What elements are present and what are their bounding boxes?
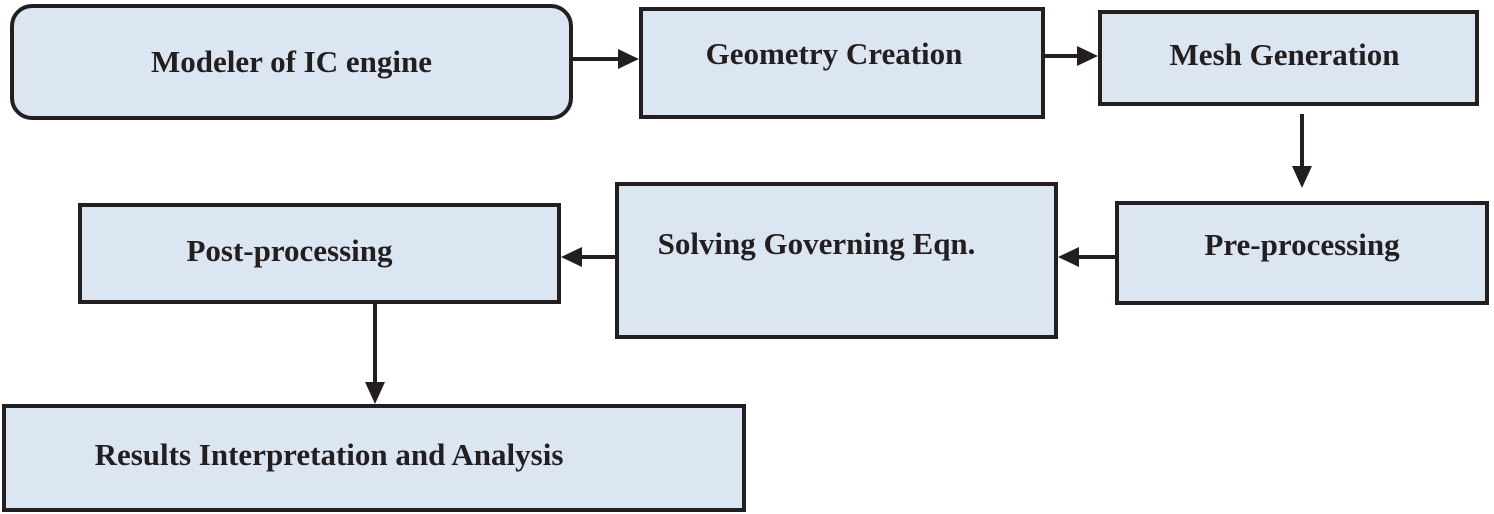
node-geometry-creation: Geometry Creation bbox=[639, 7, 1045, 119]
node-modeler-label: Modeler of IC engine bbox=[151, 44, 432, 79]
node-mesh-generation-label: Mesh Generation bbox=[1169, 37, 1400, 72]
arrowhead-results bbox=[365, 382, 385, 404]
node-geometry-creation-label: Geometry Creation bbox=[705, 36, 963, 71]
node-post-processing-label: Post-processing bbox=[186, 233, 393, 268]
node-results-interpretation-label: Results Interpretation and Analysis bbox=[94, 437, 564, 472]
node-solving-governing-eqn-label: Solving Governing Eqn. bbox=[657, 226, 976, 261]
arrowhead-postprocessing bbox=[561, 247, 582, 267]
node-results-interpretation: Results Interpretation and Analysis bbox=[2, 404, 746, 512]
node-mesh-generation: Mesh Generation bbox=[1098, 10, 1479, 106]
arrowhead-solving bbox=[1058, 247, 1079, 267]
arrowhead-preprocessing bbox=[1292, 166, 1312, 188]
node-pre-processing-label: Pre-processing bbox=[1204, 227, 1400, 262]
node-pre-processing: Pre-processing bbox=[1115, 201, 1489, 305]
node-modeler: Modeler of IC engine bbox=[10, 4, 573, 120]
arrowhead-mesh bbox=[1077, 46, 1098, 66]
node-solving-governing-eqn: Solving Governing Eqn. bbox=[615, 182, 1058, 339]
node-post-processing: Post-processing bbox=[78, 203, 561, 304]
arrowhead-geometry bbox=[618, 49, 639, 69]
